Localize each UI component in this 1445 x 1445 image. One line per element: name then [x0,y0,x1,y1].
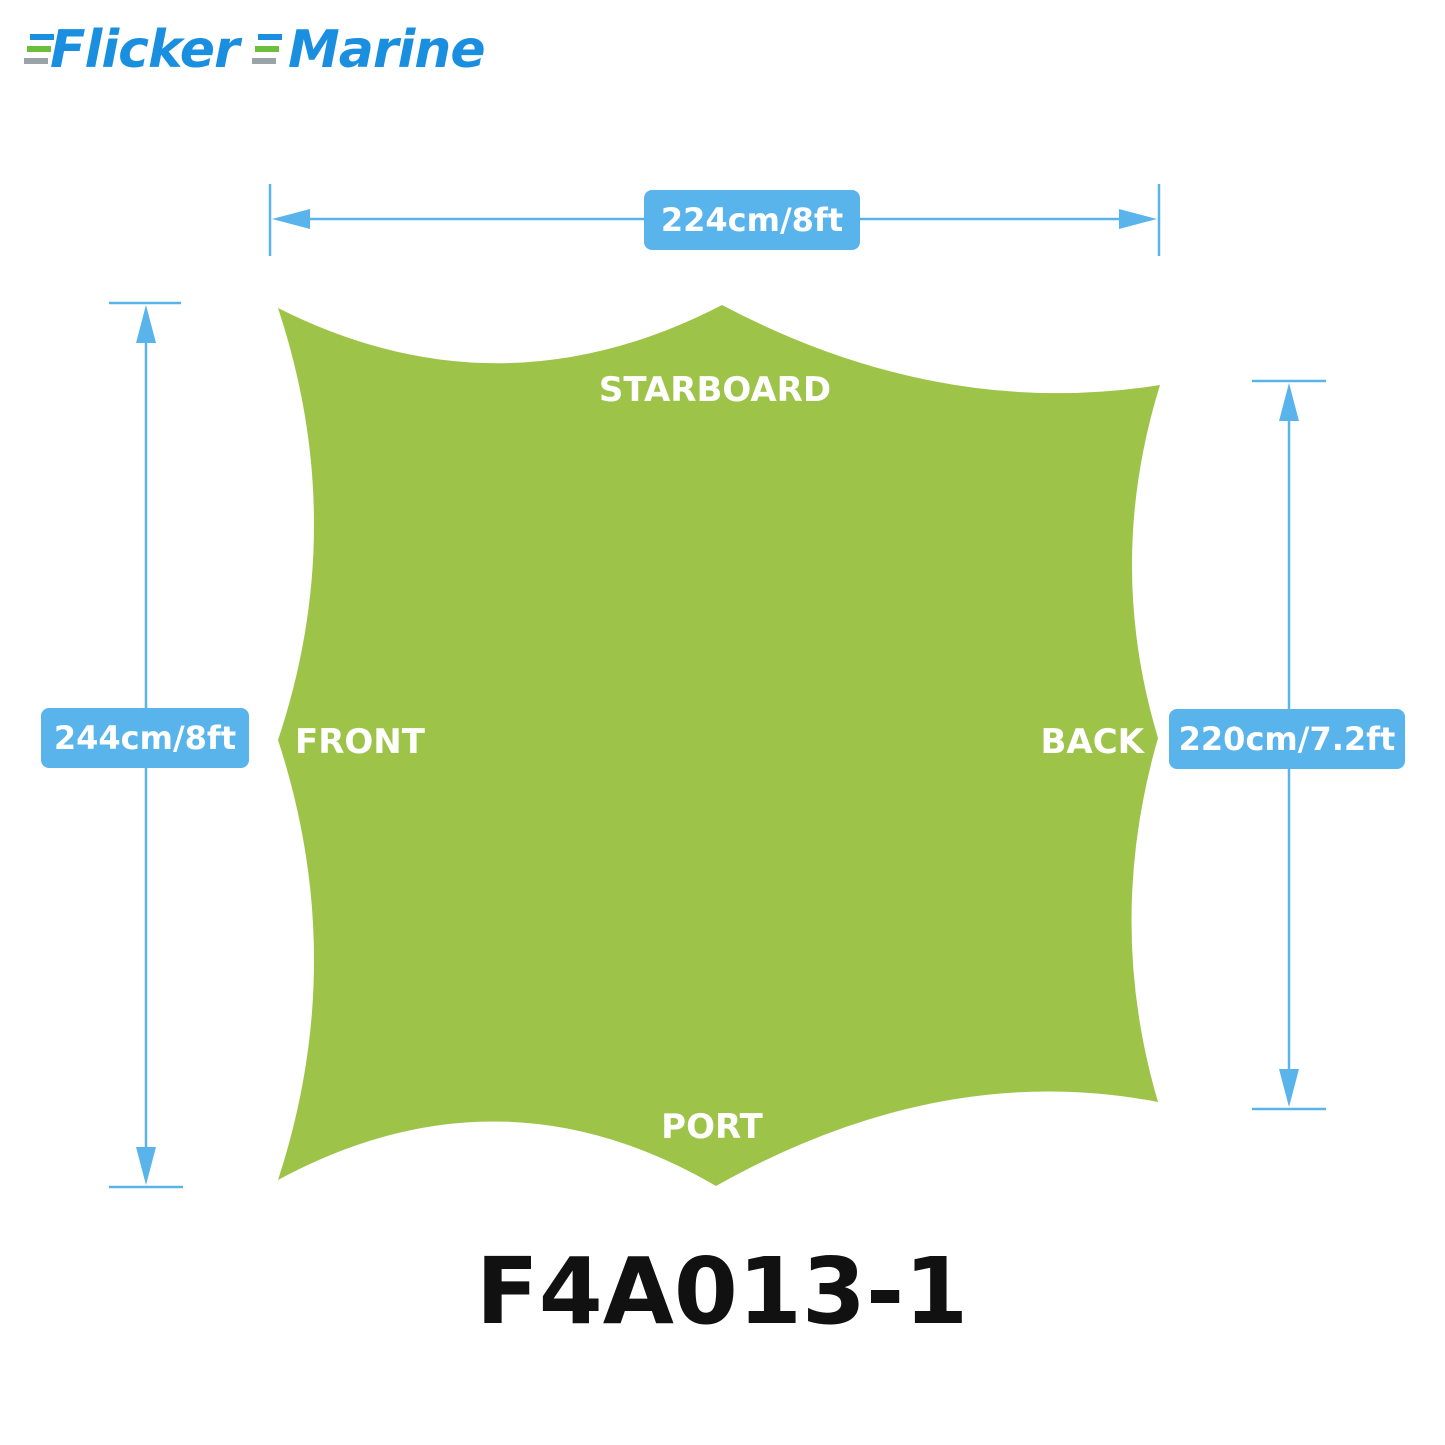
brand-name-part2: Marine [288,20,485,80]
arrow-up-icon [1279,383,1299,421]
side-label-starboard: STARBOARD [599,370,831,410]
logo-speed-lines-icon [24,34,54,64]
arrow-down-icon [1279,1069,1299,1107]
arrow-right-icon [1119,209,1157,229]
brand-logo: Flicker Marine [24,20,486,80]
right-dimension: 220cm/7.2ft [1169,379,1405,1111]
arrow-up-icon [136,305,156,343]
model-code: F4A013-1 [476,1238,968,1345]
arrow-left-icon [272,209,310,229]
svg-text:Marine: Marine [288,20,485,80]
left-dimension-label: 244cm/8ft [54,719,236,757]
side-label-front: FRONT [295,722,426,762]
side-label-back: BACK [1040,722,1145,762]
top-dimension-badge [644,190,860,250]
logo-separator-icon [252,34,282,64]
left-dimension-badge [41,708,249,768]
right-dimension-label: 220cm/7.2ft [1179,720,1396,758]
left-dimension: 244cm/8ft [41,301,249,1189]
brand-name-part1: Flicker [50,20,243,80]
top-dimension-label: 224cm/8ft [661,201,843,239]
svg-text:Flicker: Flicker [50,20,243,80]
side-label-port: PORT [661,1107,763,1147]
shade-sail-shape [278,305,1160,1186]
right-dimension-badge [1169,709,1405,769]
arrow-down-icon [136,1147,156,1185]
top-dimension: 224cm/8ft [268,184,1161,256]
